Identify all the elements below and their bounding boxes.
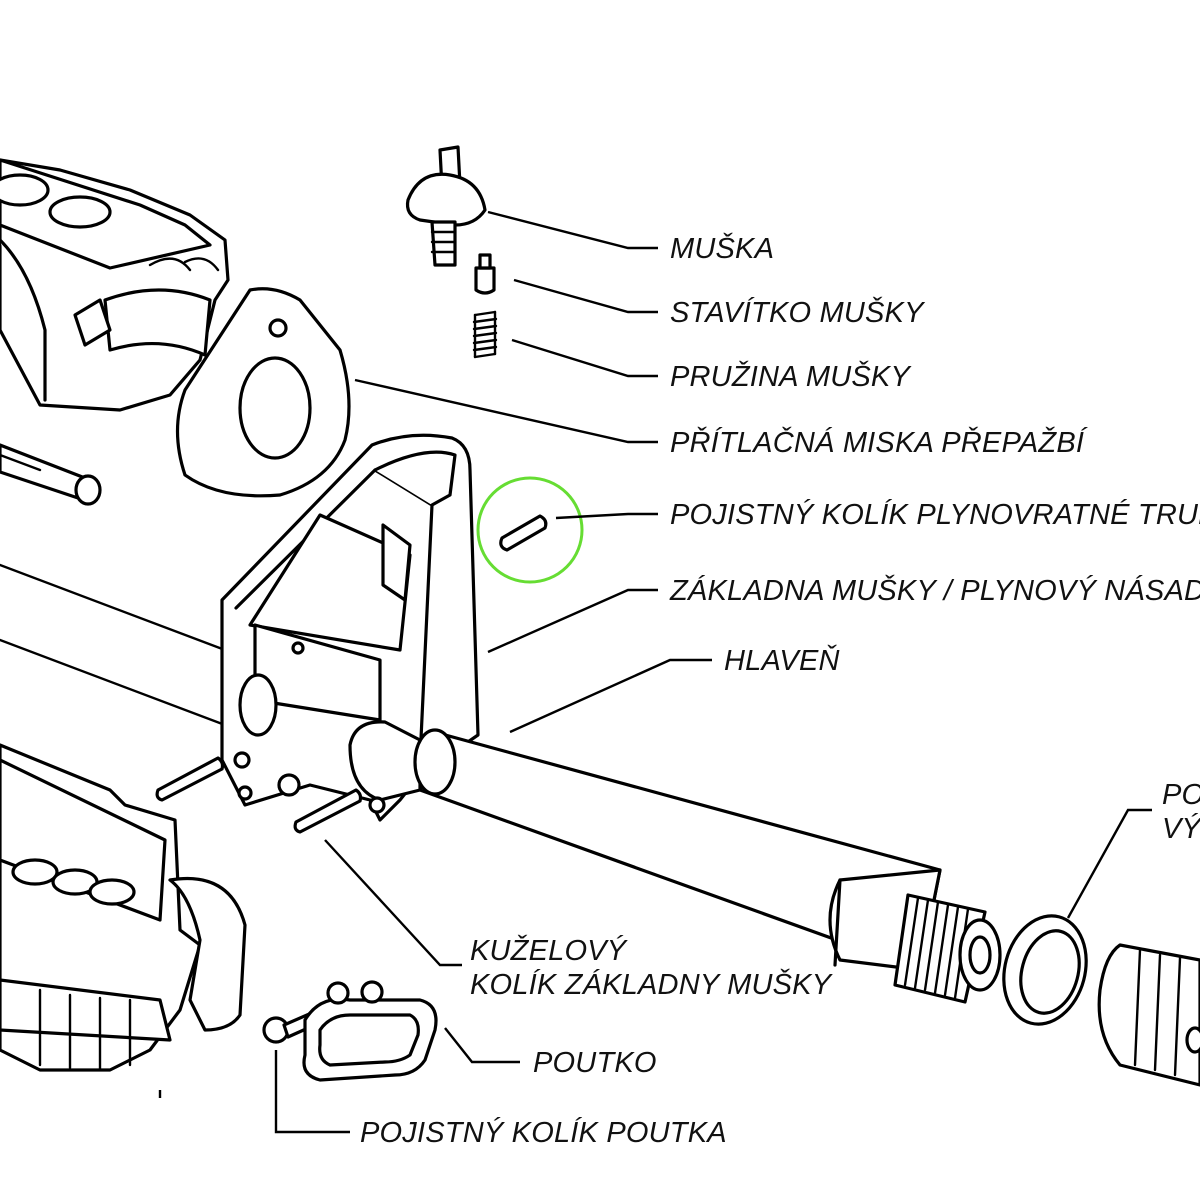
gas-tube-roll-pin — [499, 514, 548, 552]
label-pritlacna-miska: PŘÍTLAČNÁ MISKA PŘEPAŽBÍ — [670, 427, 1085, 459]
highlight-circle — [476, 476, 584, 584]
front-sight-detent — [474, 253, 496, 295]
label-cut-off-right: PO VÝ — [1162, 778, 1200, 846]
front-sight-base — [220, 433, 480, 822]
barrel — [413, 728, 1002, 1004]
label-pruzina-musky: PRUŽINA MUŠKY — [670, 361, 910, 393]
gas-tube — [0, 563, 227, 727]
front-sight-spring — [472, 310, 498, 359]
label-kuzelovy-kolik: KUŽELOVÝ KOLÍK ZÁKLADNY MUŠKY — [470, 934, 831, 1002]
label-pojistny-kolik-trubice: POJISTNÝ KOLÍK PLYNOVRATNÉ TRUBIC — [670, 499, 1200, 531]
gas-tube-stub — [0, 443, 102, 506]
upper-handguard — [0, 158, 230, 412]
front-sight-post — [405, 145, 487, 267]
handguard-cap — [175, 287, 351, 498]
leader-lines — [158, 210, 1152, 1134]
flash-hider — [1097, 943, 1200, 1087]
label-kuzelovy-kolik-line2: KOLÍK ZÁKLADNY MUŠKY — [470, 969, 832, 1001]
label-poutko: POUTKO — [533, 1047, 657, 1079]
taper-pin-upper — [155, 756, 225, 802]
label-pojistny-kolik-poutka: POJISTNÝ KOLÍK POUTKA — [360, 1117, 727, 1149]
taper-pin-lower — [293, 788, 363, 834]
lower-handguard — [0, 743, 247, 1072]
sling-swivel — [302, 980, 438, 1082]
label-stavitko-musky: STAVÍTKO MUŠKY — [670, 297, 924, 329]
label-muska: MUŠKA — [670, 233, 775, 265]
label-cut-off-right-line2: VÝ — [1162, 813, 1200, 845]
label-cut-off-right-line1: PO — [1162, 779, 1200, 811]
label-hlaven: HLAVEŇ — [724, 645, 840, 677]
label-kuzelovy-kolik-line1: KUŽELOVÝ — [470, 935, 627, 967]
label-zakladna-musky: ZÁKLADNA MUŠKY / PLYNOVÝ NÁSAD — [670, 575, 1200, 607]
crush-washer — [1002, 914, 1088, 1026]
